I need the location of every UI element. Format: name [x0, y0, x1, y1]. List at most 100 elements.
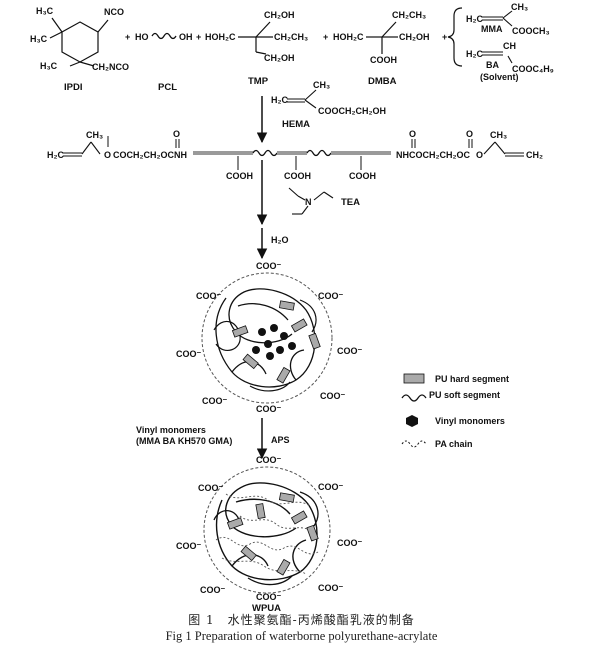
dmba-name: DMBA: [368, 76, 397, 87]
tea-name: TEA: [341, 197, 360, 208]
ba-ester-label: COOC₄H₉: [512, 64, 554, 74]
carboxylate-label: COO⁻: [318, 482, 344, 492]
carboxylate-label: COO⁻: [256, 261, 282, 271]
figure-caption-english: Fig 1 Preparation of waterborne polyuret…: [165, 629, 438, 643]
tea-structure: N TEA: [288, 187, 360, 215]
pa-chain-network: [215, 493, 319, 575]
tmp-ch2oh-label: CH₂OH: [264, 10, 295, 20]
hard-segment-block: [308, 332, 321, 350]
hard-segment-block: [278, 492, 295, 503]
plus-sign: +: [196, 32, 201, 42]
pcl-chain-wave: [151, 32, 177, 40]
tea-nitrogen: N: [305, 197, 312, 207]
dmba-cooh-label: COOH: [370, 55, 397, 65]
soft-segment-coil: [215, 482, 318, 581]
pcl-ho-label: HO: [135, 32, 149, 42]
hema-name: HEMA: [282, 119, 310, 130]
carboxylate-label: COO⁻: [318, 291, 344, 301]
tmp-ethyl-label: CH₂CH₃: [274, 32, 308, 42]
monomer-list-label: (MMA BA KH570 GMA): [136, 436, 232, 446]
vinyl-monomer-dot: [266, 352, 274, 360]
mma-name: MMA: [481, 24, 503, 34]
carboxylate-label: COO⁻: [256, 404, 282, 414]
ipdi-ring: [61, 21, 99, 63]
legend-hard-segment-swatch: [403, 373, 425, 384]
legend: PU hard segment PU soft segment Vinyl mo…: [401, 373, 509, 449]
hard-segment-bar: [277, 151, 307, 155]
solvent-brace: [447, 7, 463, 67]
vinyl-monomers-label: Vinyl monomers: [136, 425, 206, 435]
soft-segment-coil: [213, 299, 317, 392]
vinyl-monomer-dot: [270, 324, 278, 332]
legend-label: Vinyl monomers: [435, 416, 505, 426]
ipdi-name: IPDI: [64, 82, 82, 93]
vinyl-monomer-cluster: [252, 324, 296, 360]
hard-segment-block: [242, 353, 259, 370]
hema-ch3-label: CH₃: [313, 80, 330, 90]
soft-segment-coil: [215, 288, 316, 388]
dmba-ch2oh-label: CH₂OH: [399, 32, 430, 42]
mma-ch3-label: CH₃: [511, 2, 528, 12]
prepolymer-left-urethane-o: O: [173, 129, 180, 139]
ba-h2c-label: H₂C: [466, 49, 483, 59]
dmba-structure: + HOH₂C CH₂CH₃ CH₂OH COOH DMBA: [323, 10, 430, 87]
dmba-hoh2c-label: HOH₂C: [333, 32, 364, 42]
prepolymer-left-ch3: CH₃: [86, 130, 103, 140]
pcl-oh-label: OH: [179, 32, 193, 42]
tmp-structure: + HOH₂C CH₂OH CH₂CH₃ CH₂OH TMP: [196, 10, 308, 87]
vinyl-monomer-dot: [280, 332, 288, 340]
vinyl-monomer-dot: [288, 342, 296, 350]
carboxylate-label: COO⁻: [256, 592, 282, 602]
hard-segment-block: [255, 503, 266, 520]
legend-vinyl-monomer-swatch: [406, 415, 418, 427]
particle-boundary: [203, 466, 331, 594]
solvent-note: (Solvent): [480, 72, 519, 82]
vinyl-monomer-dot: [276, 346, 284, 354]
carboxylate-label: COO⁻: [318, 583, 344, 593]
plus-sign: +: [442, 32, 447, 42]
hard-segment-block: [226, 517, 244, 530]
carboxylate-label: COO⁻: [337, 538, 363, 548]
mma-h2c-label: H₂C: [466, 14, 483, 24]
water-label: H₂O: [271, 235, 289, 245]
hard-segment-block: [240, 545, 257, 562]
hard-segment-block: [276, 366, 291, 384]
ipdi-methyl-label: H₃C: [40, 61, 58, 71]
solvent-structures: + H₂C CH₃ COOCH₃ MMA H₂C CH COOC₄H₉ BA (…: [442, 2, 554, 82]
figure-caption-chinese: 图 1 水性聚氨酯-丙烯酸酯乳液的制备: [188, 613, 415, 627]
carboxylate-label: COO⁻: [196, 291, 222, 301]
carboxylate-label: COO⁻: [176, 349, 202, 359]
tmp-ch2oh-label: CH₂OH: [264, 53, 295, 63]
initiator-label: APS: [271, 435, 290, 445]
pu-particle: COO⁻ COO⁻ COO⁻ COO⁻ COO⁻ COO⁻ COO⁻ COO⁻: [176, 261, 363, 414]
cooh-label: COOH: [349, 171, 376, 181]
hard-segment-block: [278, 300, 295, 311]
ipdi-methyl-label: H₃C: [36, 6, 54, 16]
hard-segment-block: [290, 318, 308, 333]
tmp-hoh2c-label: HOH₂C: [205, 32, 236, 42]
soft-segment-wave: [252, 149, 278, 157]
wpua-particle: COO⁻ COO⁻ COO⁻ COO⁻ COO⁻ COO⁻ COO⁻ COO⁻ …: [176, 455, 363, 614]
plus-sign: +: [125, 32, 130, 42]
prepolymer-right-urethane-o: O: [409, 129, 416, 139]
hard-segment-block: [276, 558, 291, 576]
hard-segment-block: [290, 510, 308, 525]
pu-prepolymer: H₂C CH₃ O COCH₂CH₂OCNH O COOH COOH COOH …: [47, 129, 543, 181]
hard-segment-block: [231, 325, 249, 338]
ipdi-structure: NCO H₃C H₃C H₃C CH₂NCO IPDI: [30, 6, 129, 93]
carboxylate-label: COO⁻: [320, 391, 346, 401]
ipdi-nco-label: NCO: [104, 7, 124, 17]
legend-label: PU hard segment: [435, 374, 509, 384]
pcl-name: PCL: [158, 82, 177, 93]
carboxylate-label: COO⁻: [256, 455, 282, 465]
carboxylate-label: COO⁻: [198, 483, 224, 493]
ba-ch-label: CH: [503, 41, 516, 51]
prepolymer-right-chain: NHCOCH₂CH₂OC: [396, 150, 470, 160]
ipdi-methyl-label: H₃C: [30, 34, 48, 44]
prepolymer-left-carbonyl-o: O: [104, 150, 111, 160]
carboxylate-label: COO⁻: [176, 541, 202, 551]
legend-soft-segment-swatch: [401, 394, 427, 402]
prepolymer-left-end: H₂C: [47, 150, 64, 160]
hema-structure: H₂C CH₃ COOCH₂CH₂OH HEMA: [271, 80, 386, 130]
